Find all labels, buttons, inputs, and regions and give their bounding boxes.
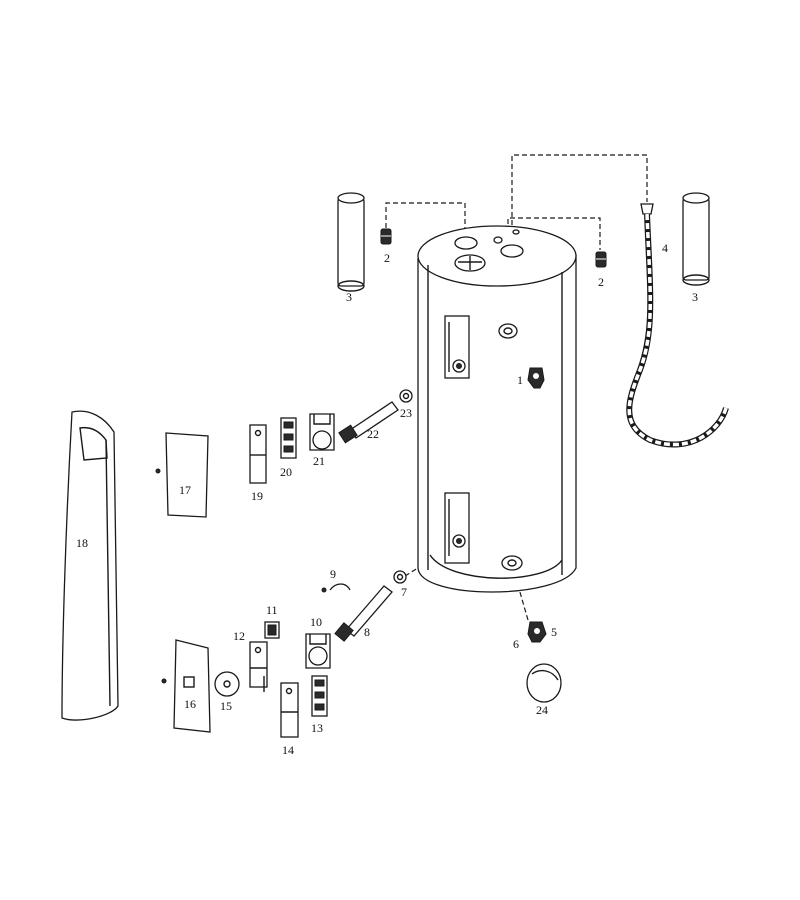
callout-11: 11	[266, 603, 278, 617]
gasket-lower	[393, 570, 407, 584]
nipple-left	[380, 228, 392, 245]
callout-22: 22	[367, 427, 379, 441]
nipple-right	[595, 251, 607, 268]
callout-8: 8	[364, 625, 370, 639]
callout-6: 6	[513, 637, 519, 651]
callout-20: 20	[280, 465, 292, 479]
callout-12: 12	[233, 629, 245, 643]
callout-3-left: 3	[346, 290, 352, 304]
thermostat-lower	[311, 675, 328, 717]
callout-19: 19	[251, 489, 263, 503]
callout-9: 9	[330, 567, 336, 581]
callout-14: 14	[282, 743, 294, 757]
callout-16: 16	[184, 697, 196, 711]
callout-labels: 1 2 2 3 3 4 5 6 7 8 9 10 11 12 13 14 15 …	[76, 241, 698, 757]
callout-24: 24	[536, 703, 548, 717]
heating-element-upper	[338, 401, 399, 444]
element-gasket-24	[526, 663, 562, 703]
callout-4: 4	[662, 241, 668, 255]
element-bracket-upper	[309, 413, 335, 451]
callout-7: 7	[401, 585, 407, 599]
drain-valve	[527, 621, 547, 643]
thermostat-bracket-upper	[249, 424, 267, 484]
callout-2-right: 2	[598, 275, 604, 289]
anode-rod-right	[682, 192, 710, 286]
water-heater-tank	[417, 225, 577, 593]
wire-clip	[321, 583, 351, 593]
dip-tube	[626, 203, 729, 448]
insulation-pad	[214, 671, 240, 697]
anode-rod-left	[337, 192, 365, 292]
callout-17: 17	[179, 483, 191, 497]
callout-13: 13	[311, 721, 323, 735]
callout-10: 10	[310, 615, 322, 629]
callout-18: 18	[76, 536, 88, 550]
callout-15: 15	[220, 699, 232, 713]
limit-switch	[264, 621, 280, 639]
thermostat-bracket-lower	[280, 682, 299, 738]
access-door-upper	[155, 432, 209, 518]
gasket-upper	[399, 389, 413, 403]
callout-5: 5	[551, 625, 557, 639]
callout-23: 23	[400, 406, 412, 420]
callout-2-left: 2	[384, 251, 390, 265]
heating-element-lower	[334, 585, 393, 642]
callout-1: 1	[517, 373, 523, 387]
access-door-lower	[161, 639, 211, 733]
thermostat-bracket-middle	[249, 641, 268, 688]
callout-21: 21	[313, 454, 325, 468]
element-bracket-lower	[305, 633, 331, 669]
relief-valve	[527, 367, 545, 389]
callout-3-right: 3	[692, 290, 698, 304]
thermostat-upper	[280, 417, 297, 459]
front-jacket-panel	[61, 410, 119, 721]
